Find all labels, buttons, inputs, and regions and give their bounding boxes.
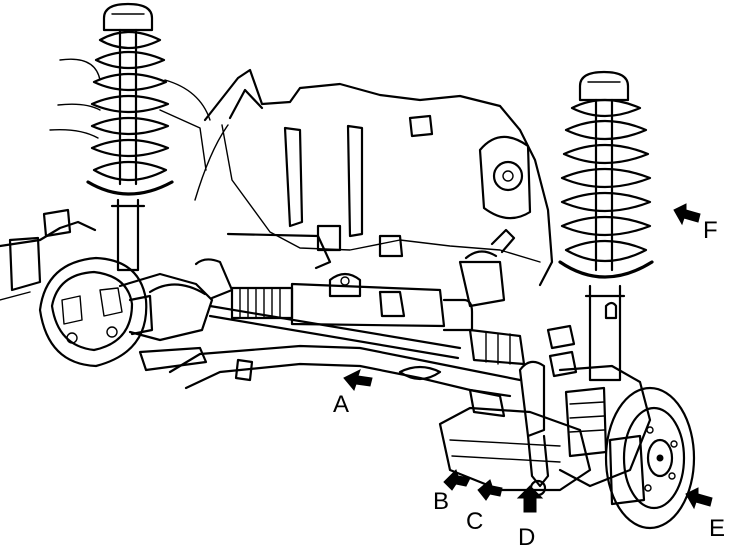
callout-label-f: F bbox=[703, 217, 718, 244]
arrow-d bbox=[516, 485, 544, 513]
callout-label-a: A bbox=[333, 391, 349, 418]
callout-label-d: D bbox=[518, 524, 535, 551]
right-brake-disc bbox=[604, 386, 696, 530]
left-spring-strut bbox=[86, 2, 174, 272]
callout-label-c: C bbox=[466, 508, 483, 535]
arrow-a bbox=[343, 369, 373, 392]
steering-rack bbox=[194, 228, 526, 366]
callout-label-e: E bbox=[709, 515, 725, 542]
arrow-c bbox=[477, 479, 503, 501]
arrow-f bbox=[673, 203, 701, 226]
right-spring-strut bbox=[558, 70, 654, 382]
left-wheel-arch bbox=[0, 58, 101, 301]
callout-arrows bbox=[343, 203, 713, 513]
right-lower-arm bbox=[438, 360, 592, 497]
left-hub bbox=[38, 256, 214, 372]
arrow-e bbox=[685, 487, 713, 510]
right-hub-carrier bbox=[546, 324, 652, 488]
arrow-b bbox=[443, 469, 471, 491]
body-panel bbox=[159, 68, 554, 287]
subframe bbox=[168, 344, 522, 398]
callout-label-b: B bbox=[433, 488, 449, 515]
callout-labels: A B C D E F bbox=[333, 217, 725, 551]
